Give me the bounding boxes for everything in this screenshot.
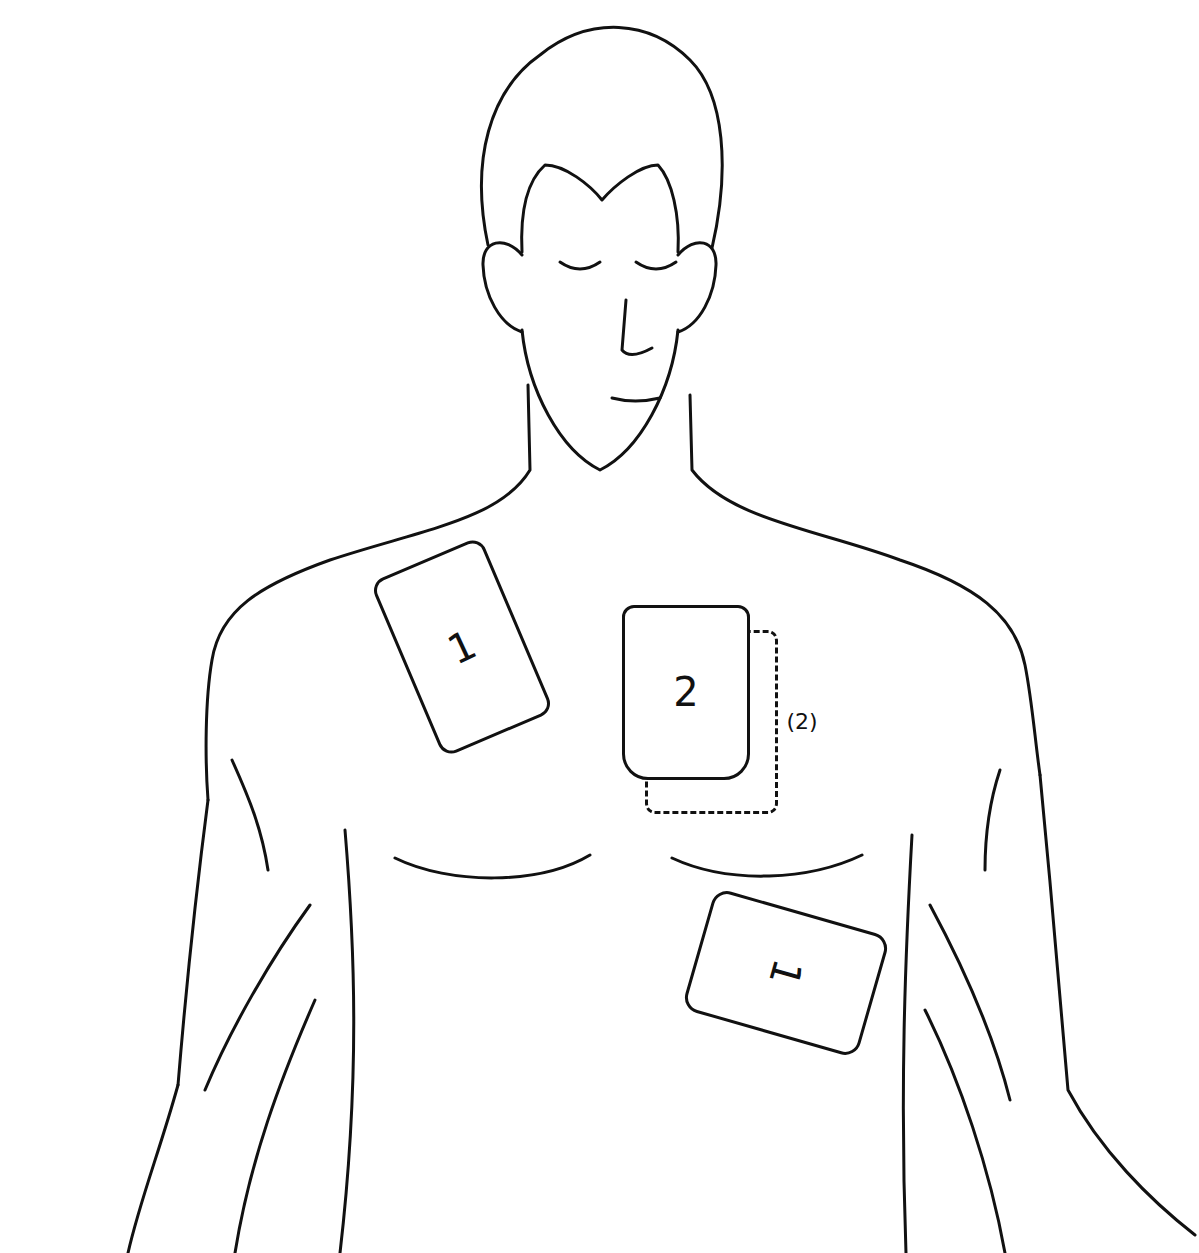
pectoral-line xyxy=(395,855,590,878)
arm xyxy=(128,1085,178,1253)
pad-number: 1 xyxy=(763,955,808,990)
hairline xyxy=(522,165,679,252)
pad-electrode: 2 xyxy=(622,605,750,780)
torso-side xyxy=(903,835,912,1253)
arm xyxy=(232,760,268,870)
pad-electrode: 1 xyxy=(681,887,891,1058)
pectoral-line xyxy=(672,855,862,876)
pad-number: 1 xyxy=(442,623,482,670)
arm xyxy=(930,905,1010,1100)
arm xyxy=(925,1010,1005,1253)
hair-outline xyxy=(481,27,722,248)
eye xyxy=(636,262,676,269)
nose xyxy=(622,300,652,355)
eye xyxy=(560,262,600,269)
pad-number: 2 xyxy=(673,672,698,712)
ear xyxy=(483,243,522,332)
torso-side xyxy=(340,830,354,1253)
ear xyxy=(678,243,716,332)
arm xyxy=(1040,775,1195,1235)
callout-label: (2) xyxy=(787,711,818,733)
arm xyxy=(235,1000,315,1253)
arm xyxy=(985,770,1000,870)
mouth xyxy=(612,398,660,401)
arm xyxy=(205,905,310,1090)
jaw xyxy=(522,330,678,470)
arm xyxy=(178,800,208,1085)
pad-electrode: 1 xyxy=(370,536,555,758)
